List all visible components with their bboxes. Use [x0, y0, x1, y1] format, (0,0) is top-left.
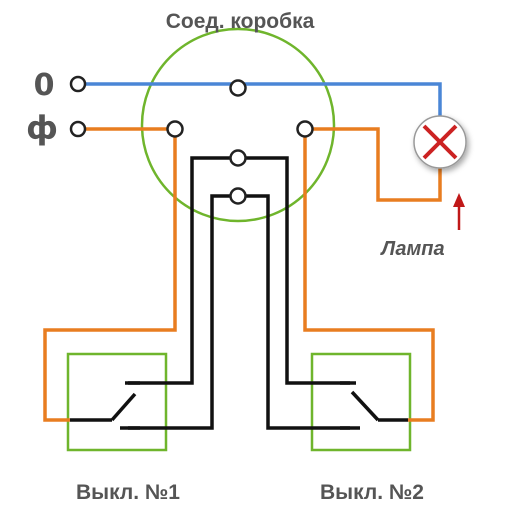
switch2-box: [310, 352, 412, 452]
box-terminal-bottom: [229, 187, 247, 205]
junction-box: [140, 27, 336, 223]
neutral-label: 0: [34, 68, 55, 103]
phase-terminal: [69, 120, 87, 138]
switch1-lever: [110, 392, 137, 422]
box-terminal-right: [296, 120, 314, 138]
phase-to-switch1-wire: [43, 129, 177, 422]
box-terminal-middle: [229, 149, 247, 167]
lamp-return-wire: [305, 127, 442, 202]
lamp-to-switch2-wire: [303, 129, 435, 422]
lamp-label: Лампа: [379, 238, 444, 260]
junction-box-label: Соед. коробка: [166, 10, 315, 33]
box-terminal-top: [229, 79, 247, 97]
switch1-label: Выкл. №1: [76, 481, 180, 504]
switch2-lever: [350, 390, 380, 422]
neutral-wire: [85, 82, 442, 116]
switch1-box: [66, 352, 168, 452]
neutral-terminal: [69, 75, 87, 93]
traveler-wire-2: [128, 194, 350, 430]
lamp-arrow-icon: [453, 193, 465, 230]
box-terminal-left: [166, 120, 184, 138]
lamp-icon: [413, 115, 467, 169]
phase-label: ф: [26, 109, 58, 147]
switch2-label: Выкл. №2: [320, 481, 424, 504]
